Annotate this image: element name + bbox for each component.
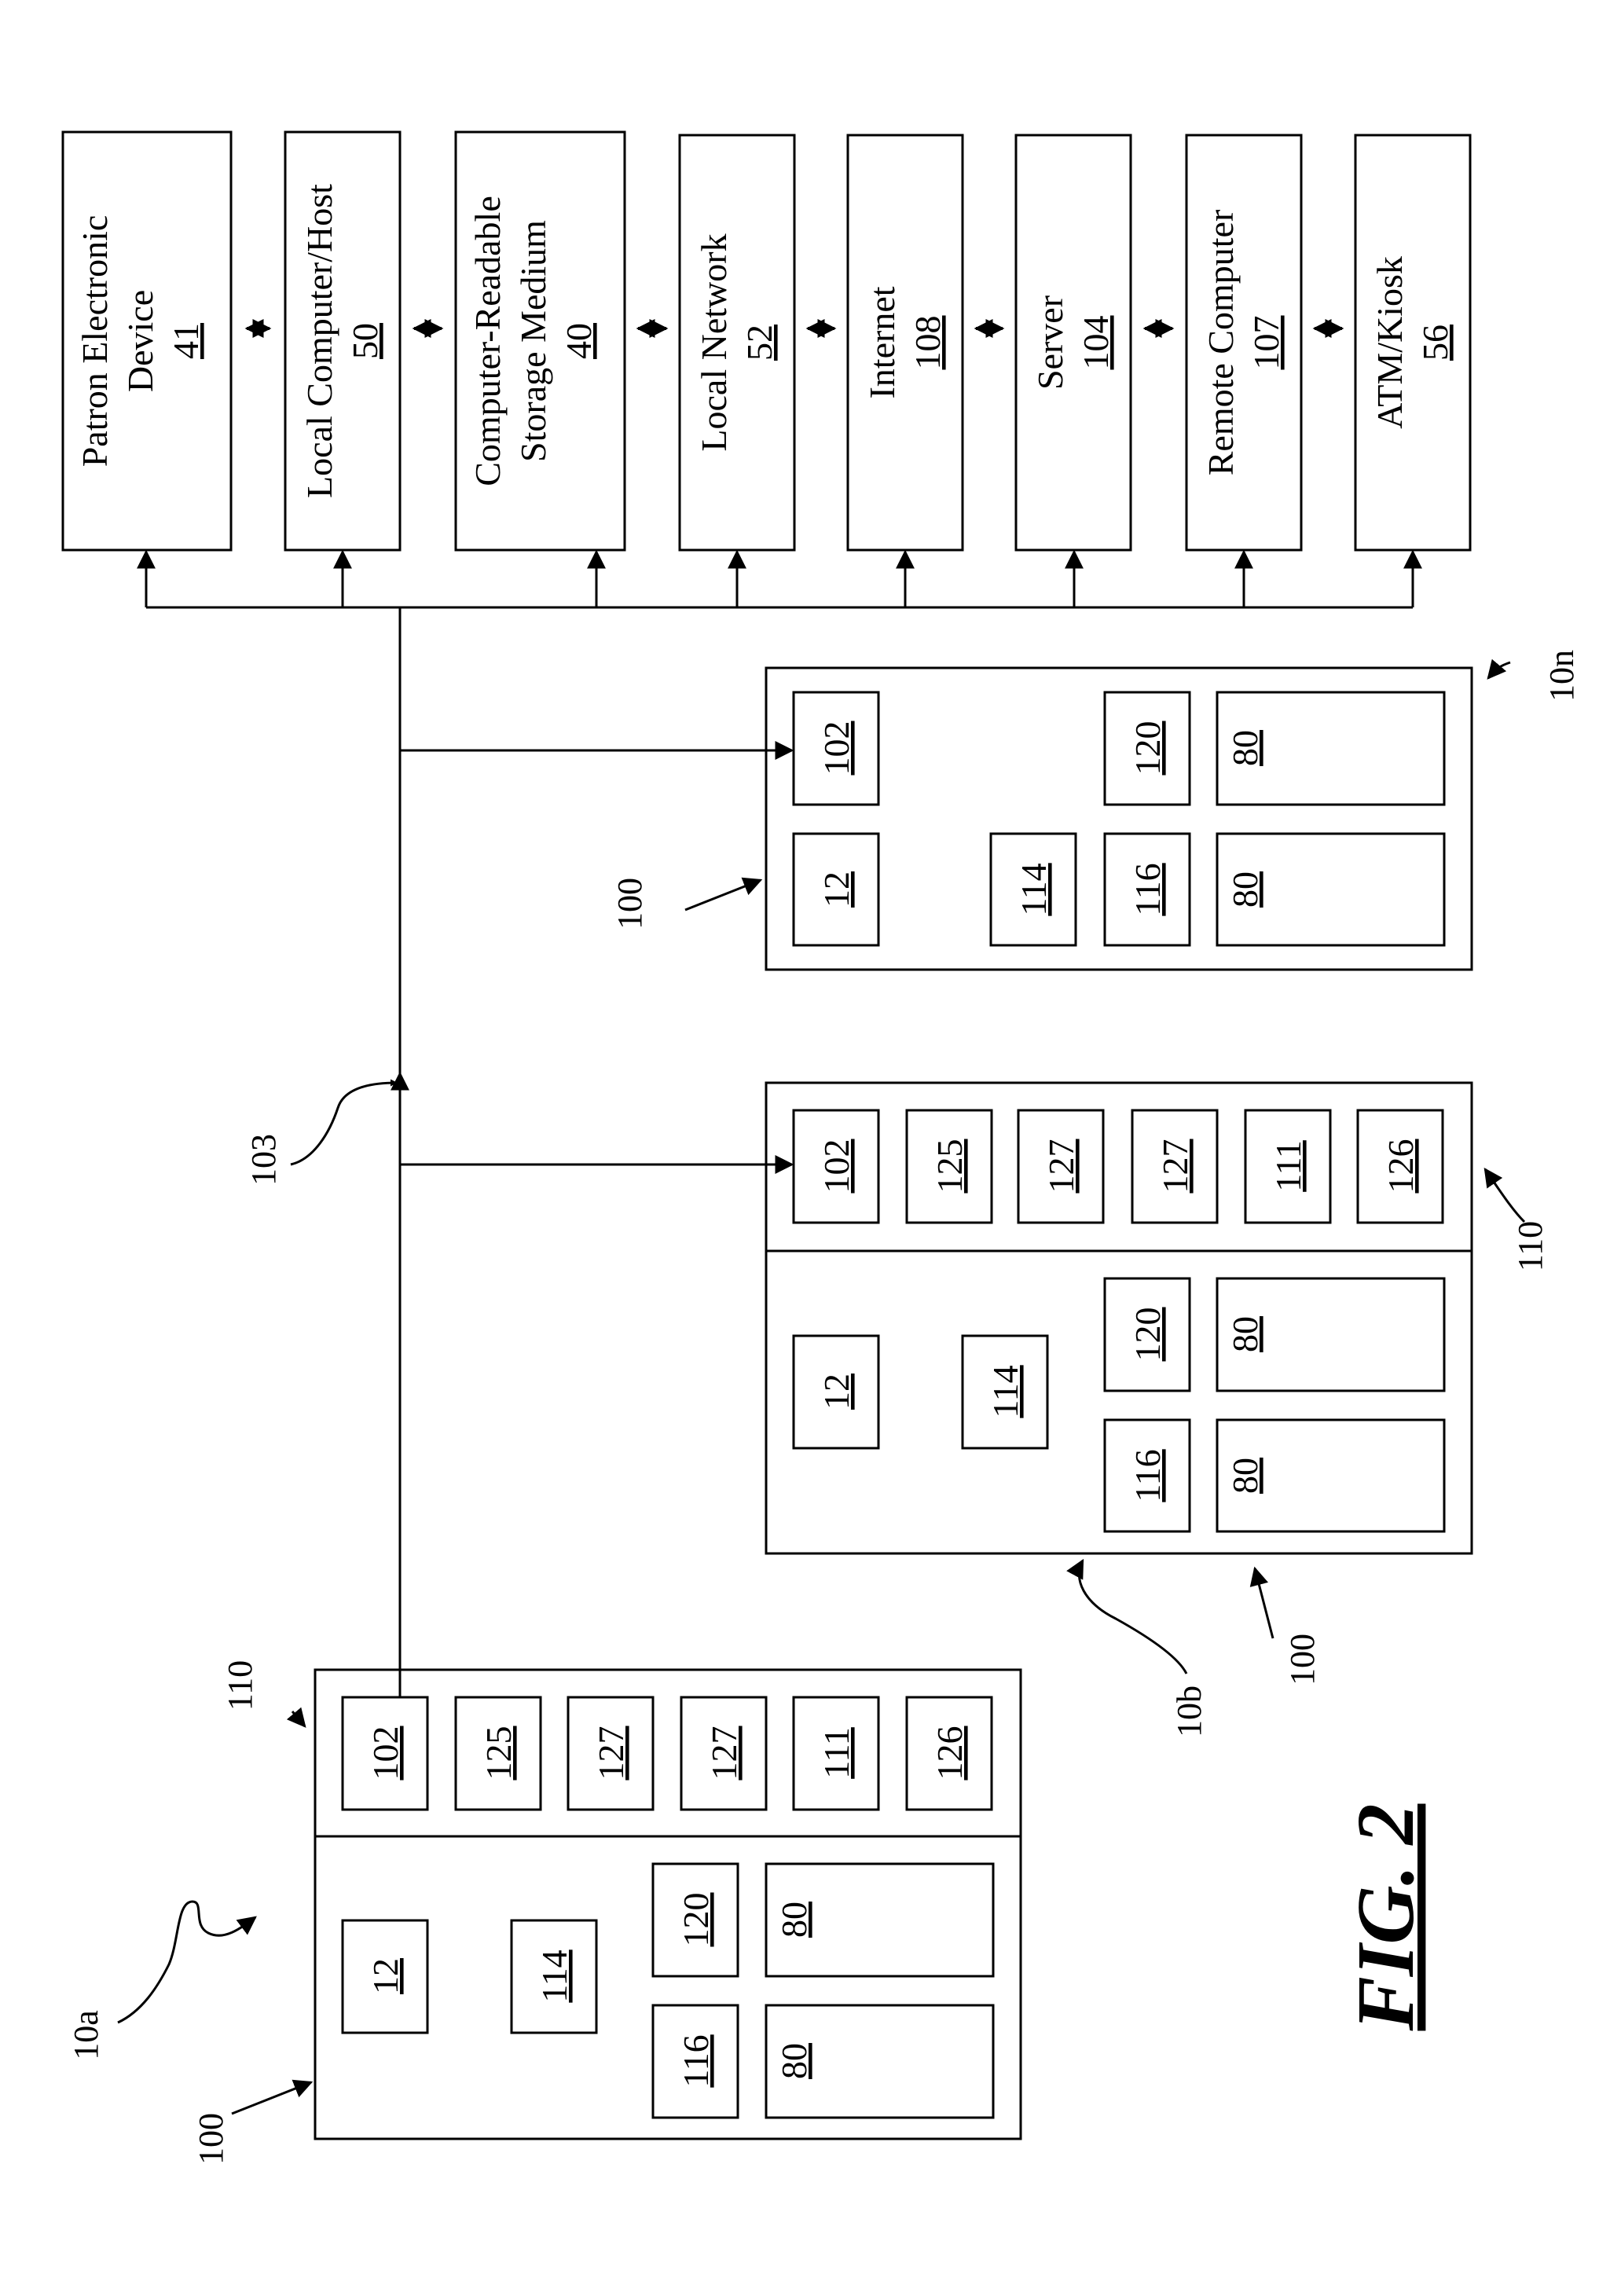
svg-text:126: 126 [930, 1726, 970, 1781]
svg-text:120: 120 [1128, 1308, 1168, 1362]
device-patron-electronic-device: Patron Electronic Device 41 [75, 215, 206, 468]
svg-text:Remote Computer: Remote Computer [1201, 210, 1241, 476]
svg-text:41: 41 [166, 323, 206, 359]
svg-text:80: 80 [1225, 730, 1265, 766]
svg-text:Computer-Readable: Computer-Readable [468, 196, 508, 486]
svg-text:108: 108 [908, 316, 948, 370]
machine-b [766, 1083, 1472, 1553]
svg-text:125: 125 [479, 1726, 519, 1781]
svg-text:50: 50 [345, 323, 385, 359]
svg-text:114: 114 [985, 1365, 1025, 1418]
svg-text:Local Computer/Host: Local Computer/Host [299, 184, 339, 498]
svg-text:111: 111 [816, 1727, 856, 1779]
svg-text:102: 102 [816, 1139, 856, 1194]
svg-text:52: 52 [739, 325, 779, 361]
svg-text:12: 12 [365, 1958, 405, 1994]
machine-a-labels: 102 125 127 127 111 126 12 114 116 120 8… [67, 1660, 970, 2165]
svg-text:Server: Server [1030, 295, 1070, 390]
svg-text:126: 126 [1381, 1139, 1421, 1194]
device-local-network: Local Network 52 [694, 233, 779, 451]
svg-text:Storage Medium: Storage Medium [513, 220, 553, 462]
device-computer-readable-storage-medium: Computer-Readable Storage Medium 40 [468, 196, 599, 486]
svg-text:127: 127 [1041, 1139, 1081, 1194]
figure-label: FIG. 2 [1340, 1804, 1431, 2032]
svg-text:40: 40 [559, 323, 599, 359]
bus-device-links [146, 552, 1413, 607]
svg-text:104: 104 [1076, 316, 1116, 370]
machine-a-ref: 10a [67, 2010, 105, 2060]
svg-text:111: 111 [1268, 1140, 1308, 1192]
svg-text:102: 102 [365, 1726, 405, 1781]
svg-text:120: 120 [1128, 721, 1168, 776]
machine-a-top-ref: 110 [221, 1660, 259, 1711]
svg-text:ATM/Kiosk: ATM/Kiosk [1370, 256, 1410, 429]
machine-b-ref: 10b [1170, 1685, 1208, 1737]
svg-text:80: 80 [1225, 1458, 1265, 1494]
svg-text:125: 125 [930, 1139, 970, 1194]
device-atm-kiosk: ATM/Kiosk 56 [1370, 256, 1455, 429]
network-bus-ref: 103 [244, 1134, 283, 1186]
machine-b-top-ref: 110 [1511, 1221, 1549, 1271]
svg-text:114: 114 [1014, 863, 1054, 915]
svg-text:120: 120 [676, 1893, 716, 1947]
svg-text:Local Network: Local Network [694, 233, 734, 451]
machine-n [766, 668, 1472, 970]
svg-text:107: 107 [1246, 316, 1286, 370]
svg-text:Patron Electronic: Patron Electronic [75, 215, 115, 468]
svg-text:116: 116 [1128, 863, 1168, 915]
svg-text:56: 56 [1415, 325, 1455, 361]
machine-a [315, 1670, 1021, 2139]
svg-text:80: 80 [1225, 871, 1265, 908]
svg-text:12: 12 [816, 871, 856, 908]
machine-b-body-ref: 100 [1283, 1634, 1322, 1685]
device-labels: Patron Electronic Device 41 Local Comput… [75, 184, 1455, 498]
svg-text:12: 12 [816, 1374, 856, 1410]
device-local-computer-host: Local Computer/Host 50 [299, 184, 385, 498]
device-remote-computer: Remote Computer 107 [1201, 210, 1286, 476]
device-server: Server 104 [1030, 295, 1116, 390]
svg-text:80: 80 [774, 2043, 814, 2079]
machine-n-ref: 10n [1542, 650, 1581, 702]
svg-text:116: 116 [676, 2034, 716, 2087]
svg-text:80: 80 [1225, 1316, 1265, 1352]
svg-text:127: 127 [1155, 1139, 1195, 1194]
svg-text:127: 127 [704, 1726, 744, 1781]
svg-text:Device: Device [120, 290, 160, 392]
svg-text:102: 102 [816, 721, 856, 776]
svg-text:114: 114 [534, 1949, 574, 2002]
svg-text:116: 116 [1128, 1449, 1168, 1502]
svg-text:Internet: Internet [862, 286, 902, 398]
machine-n-body-ref: 100 [611, 878, 649, 930]
svg-text:80: 80 [774, 1902, 814, 1938]
bus-machine-links [400, 750, 792, 1165]
device-internet: Internet 108 [862, 286, 948, 398]
machine-b-labels: 102 125 127 127 111 126 12 114 116 120 8… [816, 1139, 1549, 1738]
machine-a-body-ref: 100 [192, 2113, 230, 2165]
svg-text:127: 127 [591, 1726, 631, 1781]
